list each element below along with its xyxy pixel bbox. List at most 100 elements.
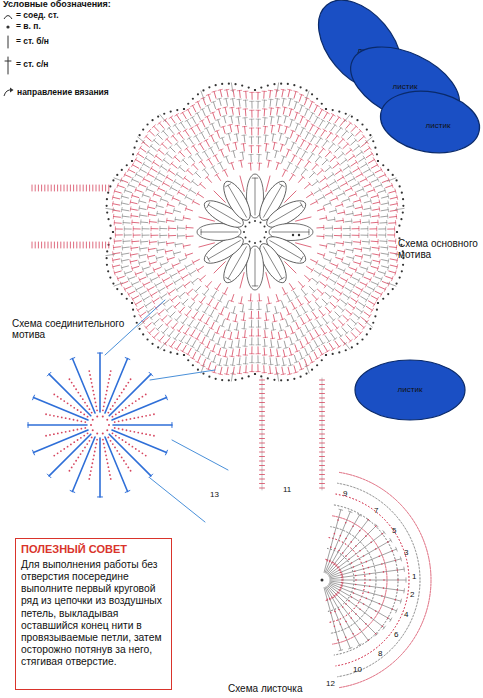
stitch-crossbar — [223, 356, 227, 357]
stitch-crossbar — [355, 268, 357, 272]
stitch-crossbar — [337, 116, 341, 119]
stitch-symbol — [351, 333, 356, 338]
stitch-symbol — [333, 323, 338, 328]
stitch-symbol — [221, 150, 224, 156]
chain-dot — [131, 302, 133, 304]
stitch-symbol — [365, 137, 372, 143]
stitch-crossbar — [195, 112, 199, 114]
stitch-symbol — [177, 174, 183, 178]
stitch-crossbar — [133, 227, 134, 231]
stitch-crossbar — [157, 219, 158, 223]
stitch-crossbar — [216, 108, 220, 109]
stitch-crossbar — [250, 371, 254, 372]
stitch-crossbar — [270, 116, 274, 118]
stitch-symbol — [227, 145, 229, 152]
chain-dot — [293, 378, 295, 380]
stitch-symbol — [235, 315, 237, 322]
stitch-symbol — [280, 313, 282, 320]
stitch-symbol — [251, 329, 252, 336]
chain-dot — [133, 315, 135, 317]
stitch-crossbar — [237, 99, 241, 101]
chain-dot — [106, 250, 108, 252]
stitch-crossbar — [212, 91, 216, 92]
stitch-crossbar — [240, 311, 244, 313]
stitch-crossbar — [294, 361, 298, 362]
stitch-symbol — [204, 307, 208, 313]
stitch-symbol — [158, 221, 165, 223]
stitch-crossbar — [290, 344, 294, 345]
stitch-symbol — [258, 155, 259, 162]
stitch-crossbar — [394, 227, 395, 231]
stitch-symbol — [373, 254, 380, 255]
chain-dot — [376, 309, 378, 311]
chain-dot — [183, 354, 185, 356]
stitch-symbol — [114, 246, 121, 248]
stitch-crossbar — [152, 160, 154, 164]
stitch-crossbar — [263, 337, 267, 338]
stitch-symbol — [357, 272, 364, 275]
stitch-crossbar — [363, 135, 366, 138]
stitch-symbol — [283, 99, 284, 106]
stitch-symbol — [343, 228, 350, 229]
stitch-symbol — [302, 151, 306, 157]
stitch-crossbar — [250, 92, 254, 93]
stitch-symbol — [207, 117, 210, 123]
stitch-crossbar — [256, 335, 260, 336]
stitch-symbol — [150, 241, 157, 243]
stitch-symbol — [291, 315, 294, 321]
stitch-crossbar — [376, 233, 377, 237]
stitch-crossbar — [209, 135, 213, 137]
stitch-crossbar — [142, 233, 143, 237]
chain-dot — [136, 140, 138, 142]
stitch-symbol — [215, 155, 218, 161]
stitch-crossbar — [256, 353, 260, 354]
stitch-symbol — [390, 204, 397, 205]
stitch-crossbar — [257, 163, 261, 164]
stitch-symbol — [217, 131, 219, 138]
stitch-symbol — [160, 342, 166, 349]
stitch-symbol — [215, 302, 218, 308]
stitch-crossbar — [256, 128, 260, 129]
stitch-symbol — [193, 352, 196, 358]
stitch-crossbar — [279, 330, 283, 331]
stitch-crossbar — [369, 240, 370, 244]
stitch-symbol — [257, 92, 258, 99]
stitch-symbol — [251, 119, 252, 126]
stitch-crossbar — [237, 355, 241, 357]
stitch-symbol — [157, 249, 164, 250]
stitch-crossbar — [323, 225, 324, 229]
stitch-crossbar — [333, 124, 337, 127]
stitch-crossbar — [332, 142, 335, 145]
stitch-symbol — [151, 235, 158, 236]
stitch-crossbar — [380, 168, 382, 172]
stitch-symbol — [245, 366, 246, 373]
stitch-crossbar — [387, 207, 389, 211]
stitch-crossbar — [168, 168, 171, 172]
stitch-symbol — [158, 242, 165, 244]
stitch-symbol — [257, 356, 258, 363]
stitch-symbol — [123, 240, 130, 241]
stitch-symbol — [132, 179, 138, 182]
stitch-crossbar — [142, 267, 143, 271]
stitch-crossbar — [256, 136, 260, 137]
stitch-symbol — [380, 240, 387, 241]
stitch-symbol — [338, 139, 343, 144]
stitch-crossbar — [307, 330, 311, 332]
stitch-crossbar — [384, 173, 386, 177]
stitch-symbol — [190, 302, 195, 307]
stitch-crossbar — [384, 271, 385, 275]
stitch-crossbar — [220, 325, 224, 326]
stitch-crossbar — [114, 221, 115, 225]
chain-dot — [356, 119, 358, 121]
stitch-symbol — [382, 266, 389, 268]
chain-dot — [311, 369, 313, 371]
stitch-crossbar — [388, 194, 389, 198]
stitch-crossbar — [298, 315, 302, 317]
stitch-crossbar — [120, 282, 122, 286]
chain-dot — [254, 373, 256, 375]
stitch-crossbar — [302, 139, 306, 141]
stitch-crossbar — [282, 156, 286, 158]
stitch-crossbar — [181, 184, 183, 188]
stitch-symbol — [361, 164, 367, 168]
stitch-crossbar — [286, 137, 290, 138]
